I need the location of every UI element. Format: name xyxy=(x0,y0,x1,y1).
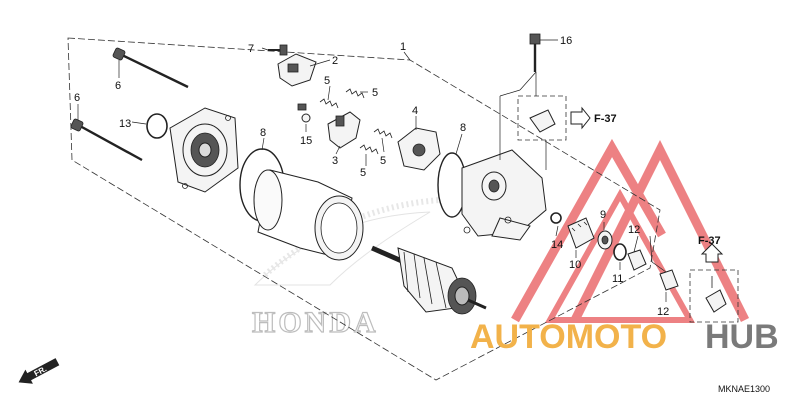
o-ring-13 xyxy=(146,113,168,139)
front-cover xyxy=(461,149,547,241)
callout-7: 7 xyxy=(248,43,254,55)
callout-8b: 8 xyxy=(460,122,466,134)
front-direction-arrow-icon: FR. xyxy=(18,358,60,384)
arrow-right-icon xyxy=(570,106,591,130)
leader-lines xyxy=(77,39,667,302)
callout-5a: 5 xyxy=(324,75,330,87)
callout-2: 2 xyxy=(332,55,338,67)
screw-7 xyxy=(268,44,288,56)
callout-12b: 12 xyxy=(657,306,669,318)
honda-brand-text: HONDA xyxy=(252,306,379,339)
automotohub-logo-icon xyxy=(511,138,750,323)
washer-14 xyxy=(550,212,562,224)
callout-9: 9 xyxy=(600,209,606,221)
callout-4: 4 xyxy=(412,105,418,117)
stopper-9 xyxy=(597,230,613,250)
yoke-housing xyxy=(253,169,364,261)
honda-wing-background xyxy=(253,197,441,286)
callout-11: 11 xyxy=(612,273,623,285)
callout-16: 16 xyxy=(560,35,572,47)
callout-5d: 5 xyxy=(360,167,366,179)
washer-11 xyxy=(613,243,627,261)
armature xyxy=(370,245,487,315)
brush-springs xyxy=(319,88,393,155)
ref-f37-right: F-37 xyxy=(698,235,721,247)
bolt-16 xyxy=(529,33,541,72)
through-bolt-upper xyxy=(112,47,189,89)
callout-13: 13 xyxy=(119,118,131,130)
callout-6a: 6 xyxy=(115,80,121,92)
arrow-up-icon xyxy=(700,243,724,263)
terminal-2 xyxy=(277,53,317,87)
callout-12a: 12 xyxy=(628,224,640,236)
brush-holder-3 xyxy=(327,111,361,149)
callout-3: 3 xyxy=(332,155,338,167)
ref-f37-top: F-37 xyxy=(594,113,617,125)
reference-box-right xyxy=(689,243,739,323)
callout-8a: 8 xyxy=(260,127,266,139)
washer-15 xyxy=(297,103,311,123)
through-bolt-lower xyxy=(70,118,143,162)
callout-6b: 6 xyxy=(74,92,80,104)
callout-14: 14 xyxy=(551,239,563,251)
nut-12-upper xyxy=(627,249,647,271)
nut-12-lower xyxy=(659,269,679,291)
callout-5b: 5 xyxy=(372,87,378,99)
watermark-text-automoto: AUTOMOTO xyxy=(470,318,667,356)
reference-box-top xyxy=(517,95,591,141)
coupling-4 xyxy=(397,127,441,171)
watermark-text-hub: HUB xyxy=(705,318,779,356)
rear-cover xyxy=(169,107,239,193)
callout-1: 1 xyxy=(400,41,406,53)
diagram-code: MKNAE1300 xyxy=(718,384,770,394)
callout-10: 10 xyxy=(569,259,581,271)
callout-5c: 5 xyxy=(380,155,386,167)
pinion-gear-10 xyxy=(567,217,595,249)
callout-15: 15 xyxy=(300,135,312,147)
